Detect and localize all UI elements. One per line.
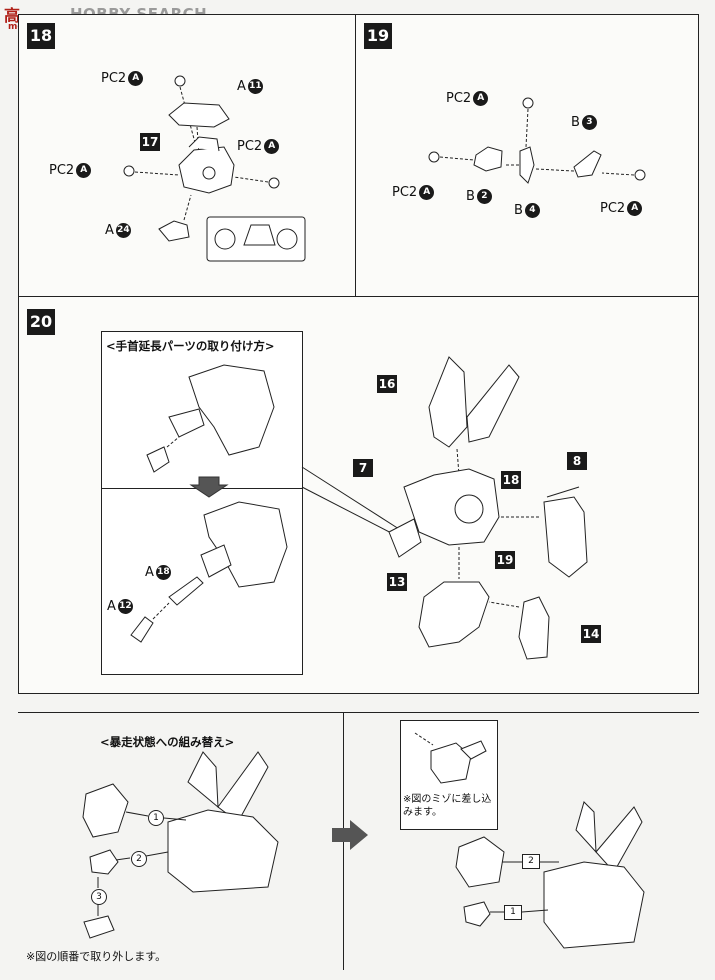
label-text: PC2 [101,71,127,86]
step-18-sub17: 17 [140,133,160,151]
step-18-number: 18 [27,23,55,49]
part-number-marker: 11 [247,79,263,94]
part-number-marker: 12 [117,599,133,614]
label-text: B [514,203,523,218]
label-text: B [571,115,580,130]
removal-step-3: 3 [91,889,107,905]
step-19-b2-label: B 2 [466,189,492,204]
watermark-logo: 高 [4,2,20,26]
label-text: A [237,79,246,94]
step-20-number: 20 [27,309,55,335]
rampage-top-border [18,712,699,713]
step-18-pc2-right-label: PC2 A [237,139,280,154]
part-number-marker: 4 [524,203,540,218]
rampage-attach-diagram [455,801,645,949]
part-number-marker: 18 [155,565,171,580]
wrist-extension-title: <手首延長パーツの取り付け方> [106,339,275,353]
step-19-pc2-left-label: PC2 A [392,185,435,200]
removal-order-note: ※図の順番で取り外します。 [26,950,167,963]
step-18-pc2-top-label: PC2 A [101,71,144,86]
step-20-sub16: 16 [377,375,397,393]
wrist-a18-label: A 18 [145,565,171,580]
part-number-marker: 2 [476,189,492,204]
label-text: PC2 [600,201,626,216]
groove-inset-diagram [414,732,487,784]
label-text: PC2 [237,139,263,154]
label-text: A [107,599,116,614]
step-20-sub13: 13 [387,573,407,591]
step-20-panel: 20 <手首延長パーツの取り付け方> [18,296,699,694]
rampage-removal-diagram [82,751,279,939]
step-18-diagram [123,75,306,262]
step-19-panel: 19 PC2 A B 3 PC2 A B 2 B 4 PC2 A [355,14,699,297]
step-20-sub19: 19 [495,551,515,569]
part-runner-marker: A [128,71,144,86]
step-20-sub7: 7 [353,459,373,477]
step-19-pc2-right-label: PC2 A [600,201,643,216]
label-text: PC2 [392,185,418,200]
removal-step-2: 2 [131,851,147,867]
step-19-b3-label: B 3 [571,115,597,130]
label-text: PC2 [446,91,472,106]
part-number-marker: 3 [581,115,597,130]
step-20-diagram [130,356,588,660]
rampage-transition-arrow [332,820,368,850]
step-18-a11-label: A 11 [237,79,263,94]
label-text: PC2 [49,163,75,178]
step-19-b4-label: B 4 [514,203,540,218]
groove-note: ※図のミゾに差し込みます。 [403,794,492,818]
wrist-a12-label: A 12 [107,599,133,614]
step-19-pc2-top-label: PC2 A [446,91,489,106]
step-20-sub14: 14 [581,625,601,643]
attach-step-2: 2 [522,854,540,869]
label-text: A [145,565,154,580]
removal-step-1: 1 [148,810,164,826]
part-runner-marker: A [627,201,643,216]
attach-step-1: 1 [504,905,522,920]
rampage-title: <暴走状態への組み替え> [100,735,235,749]
step-19-number: 19 [364,23,392,49]
label-text: A [105,223,114,238]
part-runner-marker: A [419,185,435,200]
part-runner-marker: A [264,139,280,154]
step-18-pc2-left-label: PC2 A [49,163,92,178]
part-number-marker: 24 [115,223,131,238]
part-runner-marker: A [473,91,489,106]
step-18-panel: 18 PC2 A A 11 17 PC2 A [18,14,356,297]
groove-inset: ※図のミゾに差し込みます。 [400,720,498,830]
step-19-diagram [428,97,646,184]
part-runner-marker: A [76,163,92,178]
step-18-a24-label: A 24 [105,223,131,238]
step-20-sub8: 8 [567,452,587,470]
rampage-left-panel: <暴走状態への組み替え> 1 2 3 ※図の順番で取り外します。 [18,712,343,970]
rampage-right-panel: ※図のミゾに差し込みます。 2 1 [344,712,699,970]
step-20-sub18: 18 [501,471,521,489]
watermark-logo-cn: 高 [4,6,21,25]
label-text: B [466,189,475,204]
